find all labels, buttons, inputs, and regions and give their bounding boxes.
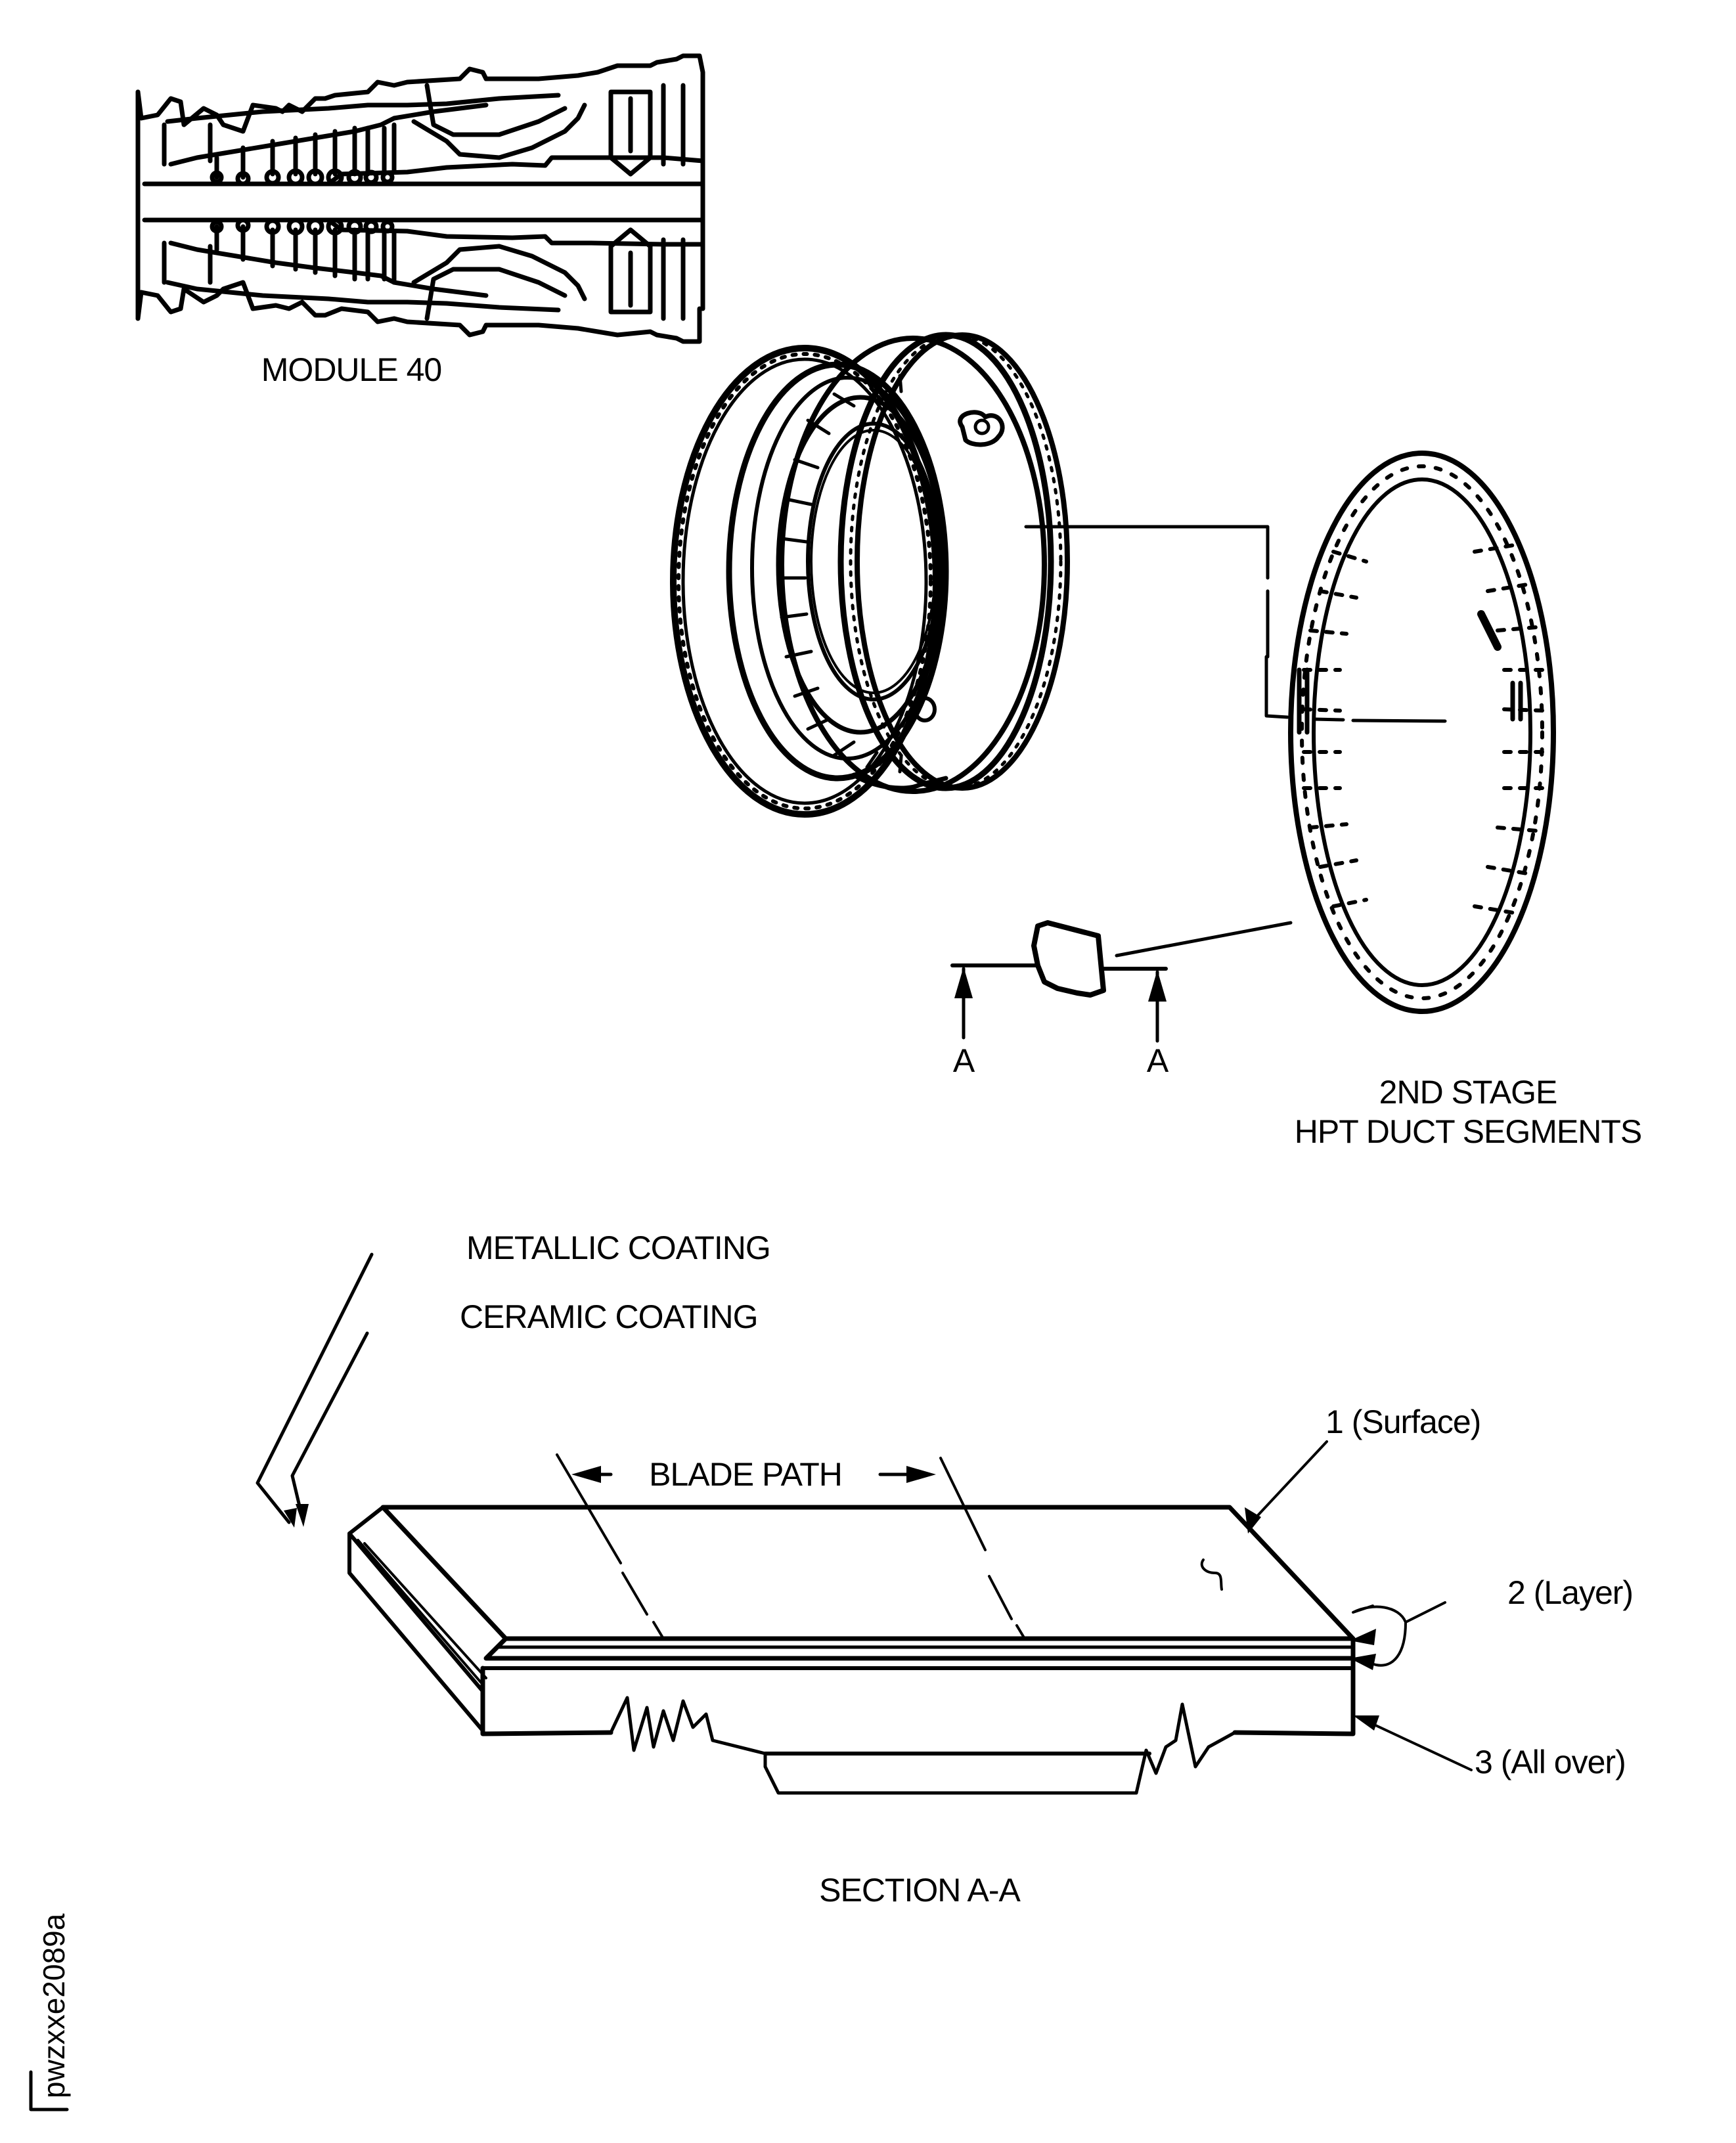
module-40-label: MODULE 40 [261,351,441,388]
ceramic-coating-label: CERAMIC COATING [460,1298,758,1335]
duct-segment-divisions [1302,543,1546,915]
duct-title-line1: 2ND STAGE [1379,1074,1557,1111]
figure-id-text: pwzxxe2089a [37,1913,71,2098]
section-label-left: A [953,1042,975,1079]
section-label-right: A [1147,1042,1169,1079]
callout-2-label: 2 (Layer) [1507,1574,1633,1611]
callout-1-label: 1 (Surface) [1325,1403,1480,1440]
blade-path-label: BLADE PATH [649,1456,842,1493]
coating-leaders [256,1252,374,1528]
metallic-coating-label: METALLIC COATING [466,1229,770,1266]
segment-leader-line [1115,921,1293,958]
arrow-right-icon [906,1466,936,1483]
callout-leaders [1245,1440,1473,1771]
arrow-left-icon [571,1466,601,1483]
hpt-case-assembly [670,332,1070,818]
duct-segment-ring [1288,451,1556,1014]
module-40-engine-section [135,53,705,344]
section-arrow-left-icon [954,967,973,1040]
callout-1-arrow-icon [1245,1507,1261,1534]
figure-id: pwzxxe2089a [29,1913,71,2111]
section-cut-line [950,963,1168,1043]
section-arrow-right-icon [1148,970,1167,1043]
duct-title-line2: HPT DUCT SEGMENTS [1295,1113,1641,1150]
section-a-a-block [347,1505,1356,1795]
single-duct-segment [1031,920,1106,998]
callout-2-arrow-upper-icon [1350,1629,1376,1645]
callout-2-arrow-lower-icon [1350,1654,1376,1670]
section-a-a-title: SECTION A-A [819,1872,1021,1909]
assembly-leader-line [1024,525,1447,723]
callout-3-arrow-icon [1353,1715,1379,1731]
callout-3-label: 3 (All over) [1475,1744,1626,1780]
